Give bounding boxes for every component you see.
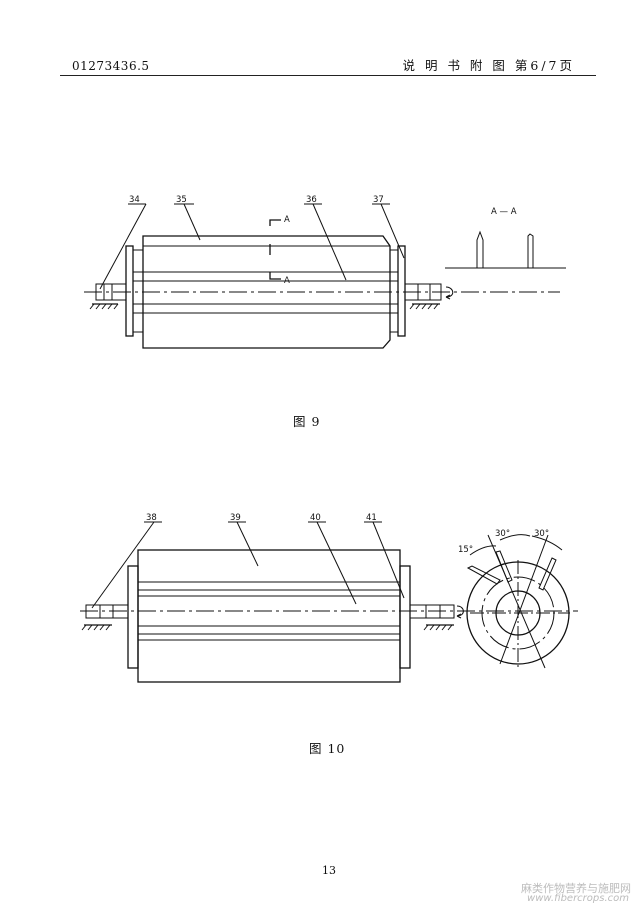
fig10-rotation-arrow bbox=[456, 605, 464, 617]
fig10-end-view bbox=[466, 534, 570, 669]
figure-10-caption: 图 10 bbox=[309, 741, 346, 756]
page-number: 13 bbox=[322, 864, 336, 877]
document-number: 01273436.5 bbox=[72, 59, 150, 73]
section-view-a-a bbox=[445, 230, 566, 269]
callout-40: 40 bbox=[310, 513, 321, 523]
watermark-site-name: 麻类作物营养与施肥网 bbox=[521, 882, 631, 895]
fig9-left-flange bbox=[125, 245, 134, 337]
figure-9-caption: 图 9 bbox=[293, 414, 321, 429]
watermark-url: www.fibercrops.com bbox=[527, 893, 629, 904]
callout-41: 41 bbox=[366, 513, 377, 523]
section-view-title: A — A bbox=[491, 207, 517, 217]
fig9-left-shaft bbox=[95, 283, 127, 301]
callout-37: 37 bbox=[373, 195, 384, 205]
fig9-section-mark-top bbox=[269, 219, 281, 226]
fig9-right-flange bbox=[397, 245, 406, 337]
fig10-right-flange bbox=[399, 565, 411, 669]
figure-9-drawing bbox=[84, 203, 566, 349]
section-label-bottom: A bbox=[284, 276, 290, 286]
page-header-title: 说 明 书 附 图 第6/7页 bbox=[402, 58, 575, 73]
section-label-top: A bbox=[284, 215, 290, 225]
fig10-left-shaft bbox=[85, 604, 129, 619]
fig9-right-shaft bbox=[404, 283, 442, 301]
callout-39: 39 bbox=[230, 513, 241, 523]
callout-36: 36 bbox=[306, 195, 317, 205]
fig10-drum-body bbox=[137, 549, 401, 683]
angle-30-a: 30° bbox=[495, 529, 510, 539]
fig9-rotation-arrow bbox=[445, 286, 454, 298]
angle-30-b: 30° bbox=[534, 529, 549, 539]
fig10-right-shaft bbox=[409, 604, 455, 619]
callout-38: 38 bbox=[146, 513, 157, 523]
angle-15: 15° bbox=[458, 545, 473, 555]
header-rule bbox=[60, 75, 596, 76]
callout-35: 35 bbox=[176, 195, 187, 205]
callout-34: 34 bbox=[129, 195, 140, 205]
fig10-left-flange bbox=[127, 565, 139, 669]
figure-10-drawing bbox=[80, 521, 578, 683]
fig9-section-mark-bottom bbox=[269, 272, 281, 280]
